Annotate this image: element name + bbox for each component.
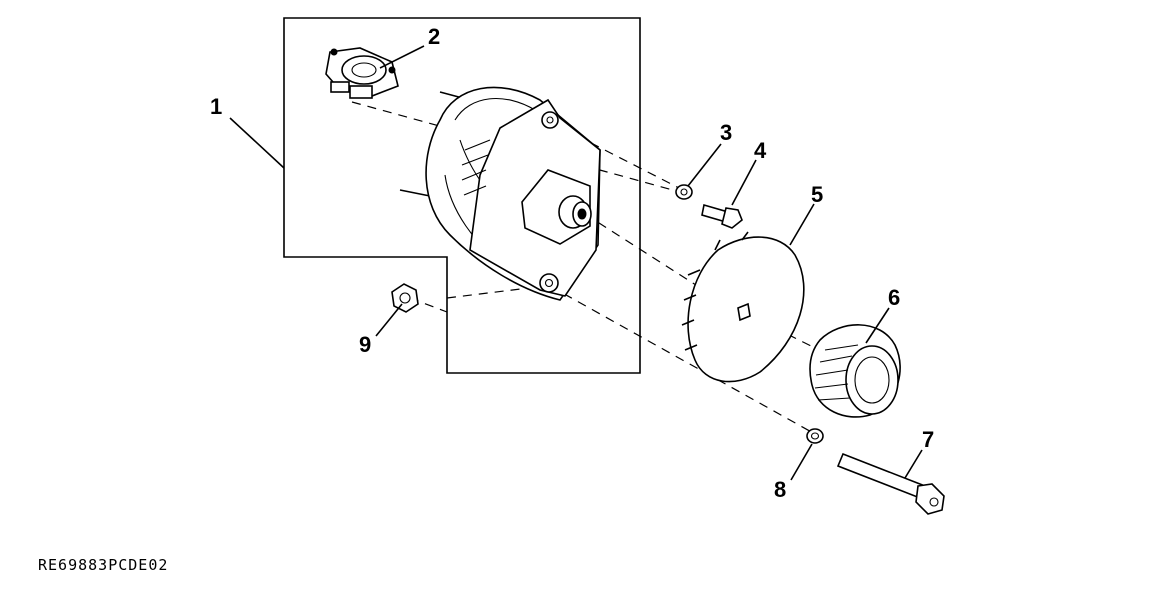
callout-8: 8 <box>774 477 786 502</box>
callout-6: 6 <box>888 285 900 310</box>
callout-7: 7 <box>922 427 934 452</box>
callout-4: 4 <box>754 138 767 163</box>
reference-code: RE69883PCDE02 <box>38 556 169 574</box>
alternator <box>399 86 601 301</box>
pulley <box>809 324 901 418</box>
callout-5: 5 <box>811 182 823 207</box>
nut <box>391 283 419 313</box>
callout-2: 2 <box>428 24 440 49</box>
bolt <box>836 452 945 515</box>
callout-3: 3 <box>720 120 732 145</box>
washer <box>806 428 824 444</box>
assembly-boundary <box>283 17 641 374</box>
fan <box>681 231 805 383</box>
callout-9: 9 <box>359 332 371 357</box>
cap-screw <box>701 203 743 229</box>
leader-lines <box>229 45 923 481</box>
callout-1: 1 <box>210 94 222 119</box>
lock-washer <box>675 184 693 200</box>
voltage-regulator <box>325 47 399 99</box>
